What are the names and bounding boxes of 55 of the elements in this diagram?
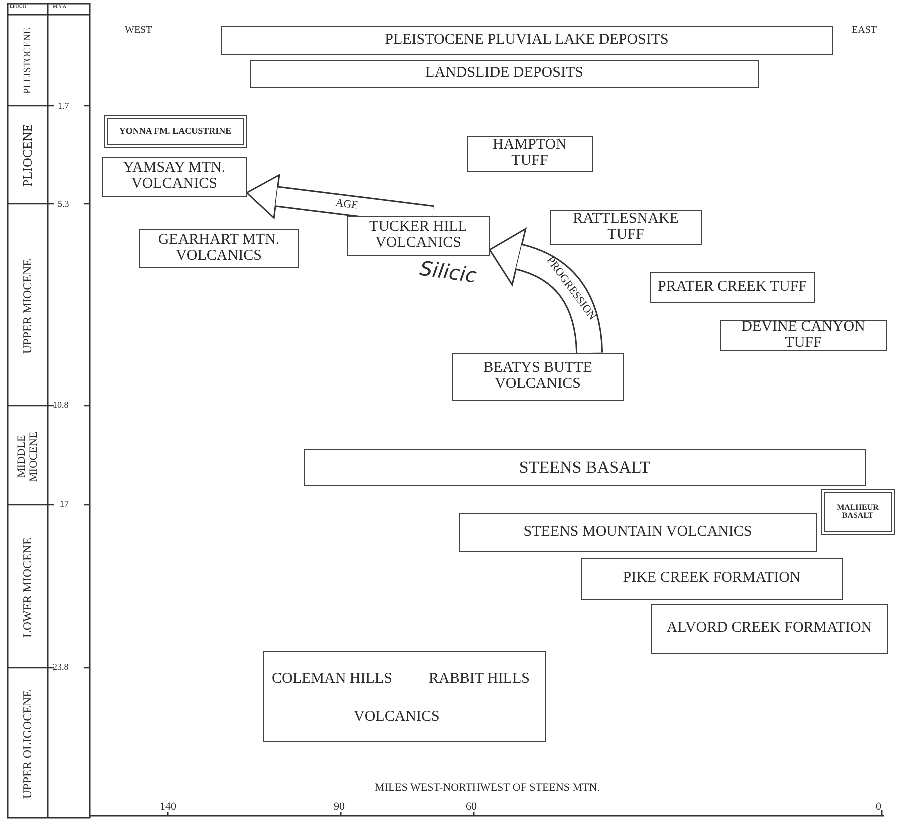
unit-name: DEVINE CANYON TUFF: [740, 320, 866, 352]
rock-unit-box: [452, 353, 624, 401]
unit-name: BEATYS BUTTE VOLCANICS: [482, 361, 594, 393]
rock-unit-box: [263, 651, 546, 742]
epoch-name: PLEISTOCENE: [22, 27, 34, 96]
axis-tick-label: 0: [876, 802, 882, 813]
unit-name: STEENS MOUNTAIN VOLCANICS: [524, 524, 752, 540]
rock-unit-box: [221, 26, 833, 55]
unit-name: ALVORD CREEK FORMATION: [666, 621, 872, 637]
rock-unit-box: [459, 513, 817, 552]
unit-name: PIKE CREEK FORMATION: [623, 571, 801, 587]
rock-unit-box: [250, 60, 759, 88]
annotation: Silicic: [418, 258, 478, 286]
age-tick-label: 1.7: [58, 102, 70, 111]
unit-name: MALHEUR BASALT: [836, 504, 880, 520]
rock-unit-box: [304, 449, 866, 486]
rock-unit-box: [104, 115, 247, 148]
edge-label: AGE: [335, 198, 360, 212]
unit-name: RATTLESNAKE TUFF: [572, 212, 680, 244]
unit-name: RABBIT HILLS: [429, 672, 530, 688]
epoch-name: PLIOCENE: [18, 124, 36, 190]
rock-unit-box: [651, 604, 888, 654]
direction-label: WEST: [125, 26, 152, 36]
unit-name: HAMPTON TUFF: [492, 138, 568, 170]
rock-unit-box: [139, 229, 299, 268]
axis-title: MILES WEST-NORTHWEST OF STEENS MTN.: [375, 783, 600, 794]
epoch-name: UPPER OLIGOCENE: [19, 688, 36, 801]
unit-name: LANDSLIDE DEPOSITS: [426, 66, 584, 82]
rock-unit-box: [467, 136, 593, 172]
age-tick-label: 5.3: [58, 200, 70, 209]
unit-name: GEARHART MTN. VOLCANICS: [157, 232, 281, 264]
rock-unit-box: [821, 489, 895, 535]
axis-tick-label: 140: [160, 802, 176, 813]
rock-unit-box: [650, 272, 815, 303]
unit-name: COLEMAN HILLS: [272, 672, 392, 688]
unit-name: YAMSAY MTN. VOLCANICS: [122, 161, 227, 193]
epoch-name: UPPER MIOCENE: [19, 258, 36, 356]
unit-name: VOLCANICS: [354, 710, 440, 726]
epoch-name: MIDDLE MIOCENE: [14, 430, 41, 484]
unit-name: TUCKER HILL VOLCANICS: [368, 220, 468, 252]
axis-tick-label: 60: [466, 802, 477, 813]
epoch-name: LOWER MIOCENE: [19, 536, 36, 640]
rock-unit-box: [581, 558, 843, 600]
age-tick-label: 10.8: [53, 401, 69, 410]
age-tick-label: 23.8: [53, 663, 69, 672]
age-tick-label: 17: [60, 500, 69, 509]
unit-name: STEENS BASALT: [519, 458, 651, 476]
block-arrow: [488, 227, 604, 354]
unit-name: YONNA FM. LACUSTRINE: [119, 126, 232, 136]
axis-tick-label: 90: [334, 802, 345, 813]
rock-unit-box: [550, 210, 702, 245]
unit-name: PRATER CREEK TUFF: [658, 280, 807, 296]
unit-name: PLEISTOCENE PLUVIAL LAKE DEPOSITS: [385, 32, 669, 48]
direction-label: EAST: [852, 26, 877, 36]
rock-unit-box: [720, 320, 887, 351]
